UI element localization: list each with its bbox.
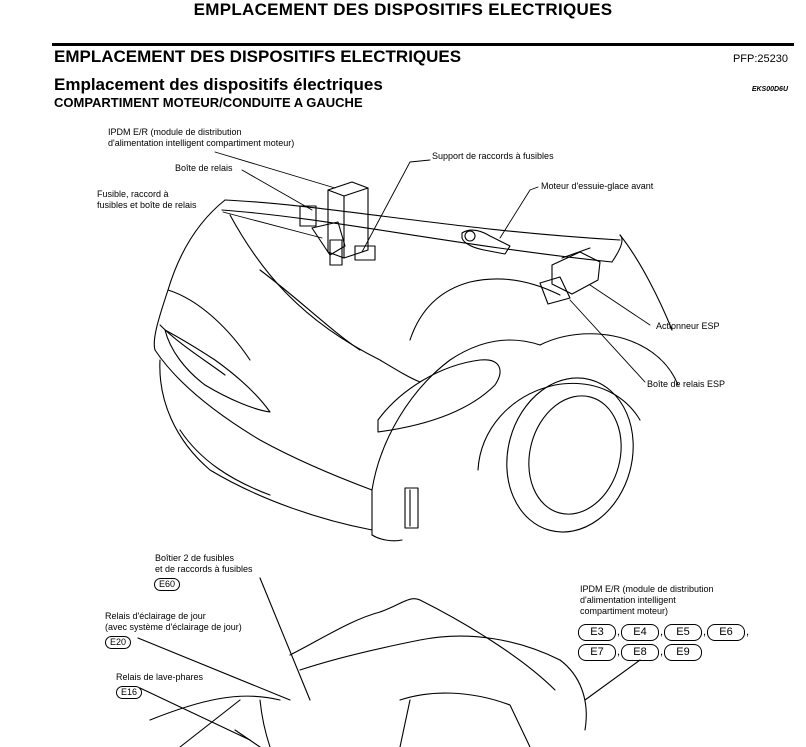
reference-code: EKS00D6U (751, 86, 788, 93)
bottom-diagram (137, 577, 641, 747)
label-ipdm-er: IPDM E/R (module de distribution d'alime… (108, 127, 295, 148)
label-daytime-relay: Relais d'éclairage de jour (avec système… (105, 611, 242, 632)
label-headlamp-washer-relay: Relais de lave-phares (116, 672, 204, 682)
page-subheading: COMPARTIMENT MOTEUR/CONDUITE A GAUCHE (54, 95, 363, 110)
label-esp-actuator: Actionneur ESP (656, 321, 720, 331)
car-outline (153, 199, 679, 542)
document-header: EMPLACEMENT DES DISPOSITIFS ELECTRIQUES (193, 0, 613, 19)
label-fuse-box-2: Boîtier 2 de fusibles et de raccords à f… (155, 553, 253, 574)
connector-e60: E60 (154, 578, 181, 591)
connector-e16: E16 (116, 686, 143, 699)
section-divider (52, 43, 794, 46)
label-fuse-holder: Support de raccords à fusibles (432, 151, 554, 161)
leader-lines (214, 151, 651, 383)
label-ipdm-er-bottom: IPDM E/R (module de distribution d'alime… (580, 584, 714, 616)
esp-actuator-shape (539, 247, 601, 305)
connector-e8: E8 (621, 644, 659, 661)
connector-e3: E3 (578, 624, 616, 641)
connector-e5: E5 (664, 624, 702, 641)
label-esp-relay-box: Boîte de relais ESP (647, 379, 726, 389)
wiper-motor-shape (461, 229, 511, 255)
connector-e6: E6 (707, 624, 745, 641)
label-relay-box: Boîte de relais (175, 163, 233, 173)
label-wiper-motor: Moteur d'essuie-glace avant (541, 181, 654, 191)
connector-e9: E9 (664, 644, 702, 661)
section-title: EMPLACEMENT DES DISPOSITIFS ELECTRIQUES (54, 47, 462, 66)
part-number: PFP:25230 (732, 53, 788, 65)
connector-e4: E4 (621, 624, 659, 641)
label-fuse-relay-box: Fusible, raccord à fusibles et boîte de … (97, 189, 197, 210)
page-subtitle: Emplacement des dispositifs électriques (54, 75, 383, 94)
connector-e20: E20 (105, 636, 132, 649)
connector-e7: E7 (578, 644, 616, 661)
